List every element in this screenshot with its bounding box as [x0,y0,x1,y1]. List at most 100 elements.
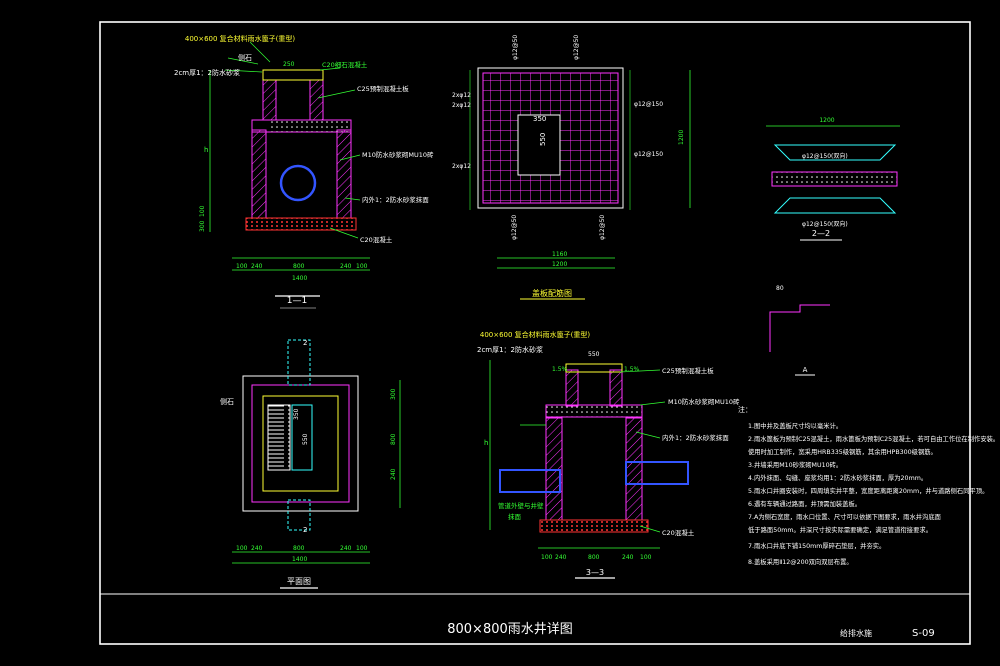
slab-dim-550: 550 [539,133,547,146]
section11-dim-total: 1400 [292,275,307,282]
section11-base-label: C20混凝土 [360,235,393,244]
section11-wall-label: M10防水砂浆砌MU10砖 [362,150,434,159]
slab-dim-right: 1200 [678,130,685,145]
section33-cover-label: 400×600 复合材料雨水篦子(重型) [480,330,591,339]
plan-dim-right-3: 240 [390,468,397,480]
note-2b: 使用时加工制作，宽采用HRB335级钢筋，其余用HPB300级钢筋。 [748,447,937,456]
section11-riser-right [309,79,324,121]
section11-plaster-label: 内外1：2防水砂浆抹面 [362,195,429,204]
slab-dim-b2: 1200 [552,261,567,268]
slab-dim-b1: 1160 [552,251,567,258]
section33-dim-b1: 100 [541,554,553,561]
slab-bar-bottom-1: φ12@50 [511,215,518,240]
slab-bar-top-1: φ12@50 [512,35,519,60]
sheet-number: S-09 [912,628,935,639]
plan-grate [267,404,291,471]
plan-marker-top: 2 [303,339,307,347]
detail-a-title: A [803,366,808,374]
section33-dim-b3: 800 [588,554,600,561]
section22-bar-top: φ12@150(双向) [802,152,848,160]
slab-bar-left-3: 2xφ12 [452,163,471,170]
section11-base [245,217,357,231]
section11-grate [262,69,324,81]
note-3: 3.井墙采用M10砂浆砌MU10砖。 [748,460,842,469]
section33-dim-top: 550 [588,351,600,358]
section11-dim-b2: 240 [251,263,263,270]
note-7b: 低于路面50mm。井深尺寸按实际需要确定，满足管道衔接要求。 [748,525,932,534]
detail-a-dim: 80 [776,285,784,292]
plan-marker-bottom: 2 [303,526,307,534]
note-7c: 7.雨水口井底下铺150mm厚碎石垫层，并夯实。 [748,541,885,550]
plan-dim-350: 350 [293,408,300,420]
note-6: 6.遇有车辆通过路面，井顶需加装盖板。 [748,499,861,508]
section11-dim-left-1: 100 [199,205,206,217]
section33-wall-label: M10防水砂浆砌MU10砖 [668,397,740,406]
slab-opening [517,114,561,176]
slab-dim-350: 350 [533,115,546,123]
section11-cover-label: 400×600 复合材料雨水篦子(重型) [185,34,296,43]
note-2: 2.雨水篦板为预制C25混凝土，雨水篦板为预制C25混凝土，若可自由工作位在制作… [748,434,999,443]
cover-slab-plan [469,67,691,300]
note-7: 7.A为侧石宽度，雨水口位置、尺寸可以依据下图要求，雨水井沟底面 [748,512,941,521]
section11-pipe [279,164,317,202]
section33-mortar-label: 2cm厚1：2防水砂浆 [477,345,543,354]
slab-outline [477,67,624,209]
section33-dim-h: h [484,439,488,447]
plan-dim-b3: 800 [293,545,305,552]
plan-dim-b5: 100 [356,545,368,552]
designer-label: 给排水施 [840,628,872,638]
section-3-3 [489,360,689,579]
plan-dim-b4: 240 [340,545,352,552]
section33-right-wall [625,417,643,521]
note-5: 5.雨水口井圈安装时，四周填实并平整，宽度距离距离20mm，井与道路侧石同平顶。 [748,486,988,495]
slab-bar-right-2: φ12@150 [634,151,663,158]
plan-dim-550: 550 [302,433,309,445]
section33-base [539,519,649,533]
slab-bar-left-1: 2xφ12 [452,92,471,99]
section33-base-label: C20混凝土 [662,528,695,537]
section33-pipe-left [499,469,561,493]
plan-dim-right-2: 800 [390,433,397,445]
section33-slope-right: 1.5% [624,366,640,373]
slab-bar-bottom-2: φ12@50 [599,215,606,240]
section11-concrete-label: C20细石混凝土 [322,60,368,69]
notes-block: 注： 1.图中井及盖板尺寸均以毫米计。 2.雨水篦板为预制C25混凝土，雨水篦板… [738,405,999,566]
plan-view [232,339,401,589]
plan-dim-total: 1400 [292,556,307,563]
plan-dim-right-1: 300 [390,388,397,400]
plan-curb-label: 侧石 [220,397,234,406]
section33-pipe-right [625,461,689,485]
section33-dim-b4: 240 [622,554,634,561]
section33-precast-label: C25预制混凝土板 [662,366,714,375]
section11-dim-left-2: 300 [199,220,206,232]
notes-heading: 注： [738,405,752,414]
drawing-frame [99,21,971,645]
section22-dim-top: 1200 [819,117,834,124]
plan-dim-b1: 100 [236,545,248,552]
section33-slab [545,404,643,418]
section11-dim-h: h [204,146,208,154]
note-4: 4.内外抹面、勾缝、座浆均用1：2防水砂浆抹面，厚为20mm。 [748,473,927,482]
slab-bar-left-2: 2xφ12 [452,102,471,109]
section33-plaster-label: 内外1：2防水砂浆抹面 [662,433,729,442]
plan-dim-b2: 240 [251,545,263,552]
section11-precast-label: C25预制混凝土板 [357,84,409,93]
section11-dim-b5: 100 [356,263,368,270]
section33-pipe-label2: 抹面 [508,512,522,521]
section11-curb-label: 侧石 [238,53,252,62]
section11-right-wall-hatch [337,130,351,218]
section33-dim-b2: 240 [555,554,567,561]
cover-slab-title: 盖板配筋图 [532,288,572,298]
section33-title: 3—3 [586,568,604,577]
section22-bar-bottom: φ12@150(双向) [802,220,848,228]
section33-pipe-label: 管道外壁与井壁 [498,501,544,510]
section-2-2 [766,125,900,241]
slab-bar-right-1: φ12@150 [634,101,663,108]
section11-left-wall-hatch [252,130,266,218]
section11-mortar-label: 2cm厚1：2防水砂浆 [174,68,240,77]
section33-dim-b5: 100 [640,554,652,561]
section11-slab-fill [268,120,348,132]
section22-slab [771,171,898,187]
plan-title: 平面图 [287,577,311,586]
